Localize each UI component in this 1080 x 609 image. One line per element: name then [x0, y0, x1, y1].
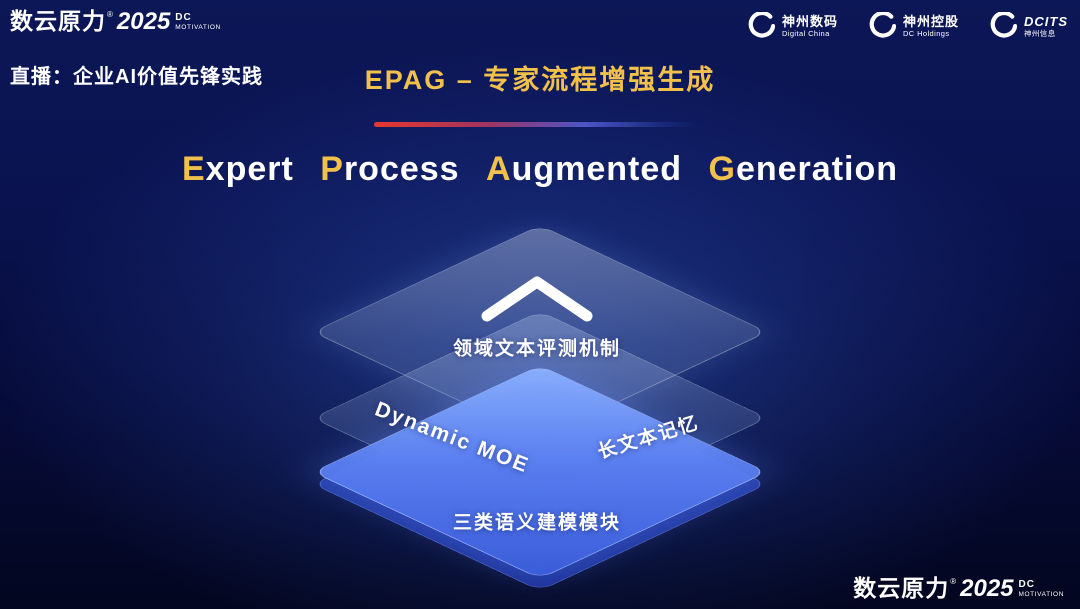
gradient-divider [374, 122, 698, 127]
brand-motivation: MOTIVATION [175, 24, 221, 31]
partner-text: 神州数码 Digital China [781, 14, 838, 39]
partner-logos: 神州数码 Digital China 神州控股 DC Holdings DCIT… [745, 12, 1068, 42]
subtitle-initial: G [708, 150, 736, 188]
registered-mark: ® [107, 10, 113, 19]
subtitle-rest: xpert [205, 150, 294, 188]
subtitle-rest: ugmented [511, 150, 683, 188]
subtitle-word: Expert [182, 150, 294, 188]
brand-name: 数云原力 [10, 8, 106, 34]
brand-logo-bottom: 数云原力 ® 2025 DC MOTIVATION [853, 577, 1064, 601]
brand-tagline: DC MOTIVATION [1019, 580, 1064, 599]
brand-dc: DC [1018, 579, 1035, 590]
partner-name: DCITS [1024, 14, 1068, 30]
swoosh-ring-icon [990, 12, 1017, 38]
partner-digital-china: 神州数码 Digital China [745, 12, 838, 42]
subtitle-english: Expert Process Augmented Generation [0, 150, 1080, 189]
subtitle-word: Generation [709, 150, 899, 188]
subtitle-rest: eneration [735, 150, 899, 188]
partner-name: 神州控股 [902, 14, 959, 30]
partner-text: 神州控股 DC Holdings [902, 14, 959, 39]
subtitle-rest: rocess [343, 150, 460, 188]
partner-subtitle: DC Holdings [902, 29, 950, 39]
subtitle-initial: A [486, 150, 512, 188]
partner-dcits: DCITS 神州信息 [987, 12, 1068, 42]
subtitle-initial: E [181, 150, 206, 188]
brand-year: 2025 [116, 8, 171, 35]
brand-year: 2025 [960, 575, 1014, 602]
page-title: EPAG – 专家流程增强生成 [364, 65, 716, 95]
bottom-layer-label: 三类语义建模模块 [452, 512, 622, 534]
partner-name: 神州数码 [781, 14, 838, 30]
registered-mark: ® [950, 577, 957, 586]
partner-dc-holdings: 神州控股 DC Holdings [866, 12, 959, 42]
top-layer-label: 领域文本评测机制 [452, 338, 622, 360]
brand-name: 数云原力 [853, 575, 950, 601]
chevron-up-icon [481, 276, 593, 322]
brand-tagline: DC MOTIVATION [175, 13, 220, 32]
partner-subtitle: 神州信息 [1024, 29, 1056, 39]
live-stream-label: 直播：企业AI价值先锋实践 [10, 66, 263, 88]
subtitle-initial: P [320, 150, 344, 188]
middle-layer-label-long-text-memory: 长文本记忆 [595, 412, 702, 464]
brand-dc: DC [175, 12, 192, 23]
partner-text: DCITS 神州信息 [1024, 14, 1068, 39]
subtitle-word: Augmented [486, 150, 682, 188]
swoosh-ring-icon [748, 12, 775, 38]
swoosh-ring-icon [869, 12, 896, 38]
subtitle-word: Process [320, 150, 459, 188]
middle-layer-label-dynamic-moe: Dynamic MOE [371, 397, 533, 478]
brand-logo-top: 数云原力 ® 2025 DC MOTIVATION [10, 10, 221, 34]
brand-motivation: MOTIVATION [1018, 591, 1064, 598]
partner-subtitle: Digital China [781, 29, 830, 39]
